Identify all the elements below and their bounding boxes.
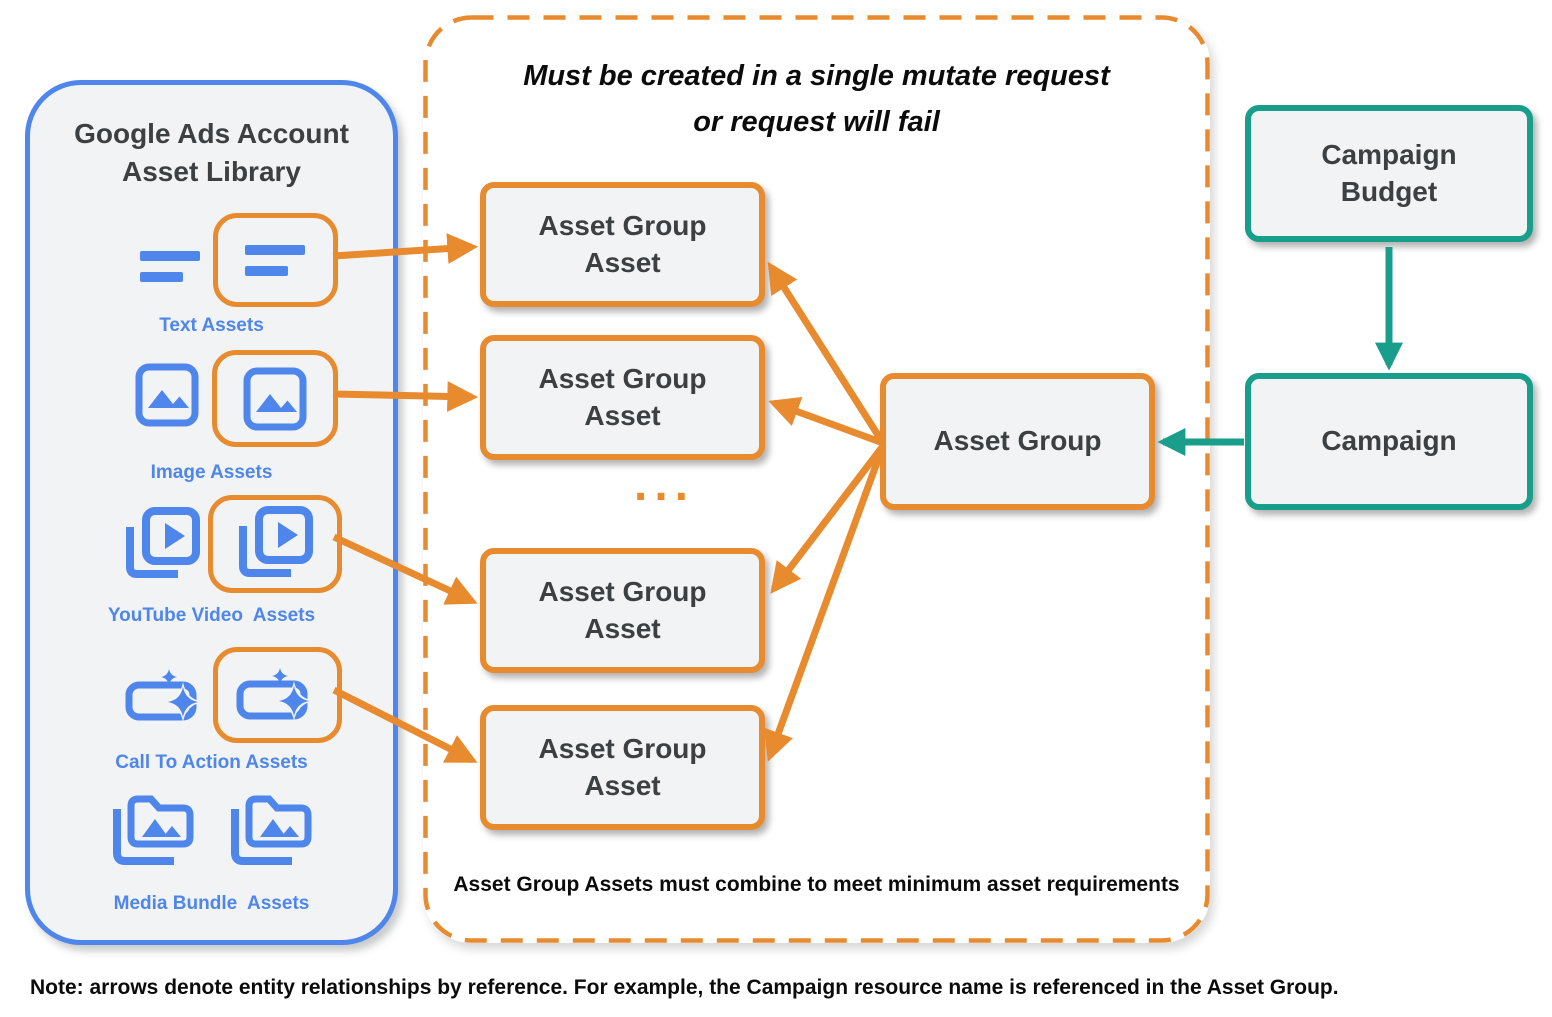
- asset-group-asset-box-4: Asset Group Asset: [480, 705, 765, 830]
- image-asset-highlight-box: [212, 350, 338, 447]
- asset-group-box: Asset Group: [880, 373, 1155, 510]
- asset-group-asset-label: Asset Group Asset: [538, 576, 707, 644]
- asset-group-label: Asset Group: [933, 425, 1102, 457]
- media-bundle-asset-icon: [226, 787, 322, 871]
- youtube-video-asset-icon: [233, 504, 317, 584]
- campaign-label: Campaign: [1321, 425, 1457, 457]
- call-to-action-asset-icon: [125, 665, 209, 727]
- text-asset-icon: [140, 250, 202, 282]
- asset-library-panel: Google Ads Account Asset Library Text As…: [25, 80, 398, 945]
- asset-group-asset-label: Asset Group Asset: [538, 733, 707, 801]
- youtube-video-asset-icon: [120, 505, 204, 585]
- media-bundle-asset-icon: [108, 787, 204, 871]
- asset-group-asset-label: Asset Group Asset: [538, 363, 707, 431]
- more-asset-group-assets-ellipsis: ...: [633, 458, 695, 511]
- youtube-video-asset-highlight-box: [208, 495, 342, 593]
- campaign-budget-box: Campaign Budget: [1245, 105, 1533, 242]
- text-assets-label: Text Assets: [159, 315, 264, 336]
- image-assets-label: Image Assets: [150, 462, 273, 483]
- call-to-action-assets-label: Call To Action Assets: [115, 752, 308, 773]
- call-to-action-asset-highlight-box: [213, 647, 342, 743]
- dashed-border: [423, 15, 1210, 943]
- minimum-asset-requirements-note: Asset Group Assets must combine to meet …: [453, 873, 1180, 896]
- campaign-box: Campaign: [1245, 373, 1533, 510]
- mutate-request-title: Must be created in a single mutate reque…: [523, 60, 1110, 139]
- call-to-action-asset-icon: [236, 664, 320, 726]
- asset-group-asset-box-2: Asset Group Asset: [480, 335, 765, 460]
- campaign-budget-label: Campaign Budget: [1321, 139, 1457, 207]
- asset-group-asset-label: Asset Group Asset: [538, 210, 707, 278]
- asset-group-asset-box-1: Asset Group Asset: [480, 182, 765, 307]
- image-asset-icon: [243, 367, 307, 431]
- asset-group-asset-box-3: Asset Group Asset: [480, 548, 765, 673]
- text-asset-highlight-box: [213, 213, 338, 307]
- media-bundle-assets-label: Media Bundle Assets: [113, 893, 310, 914]
- youtube-video-assets-label: YouTube Video Assets: [107, 605, 316, 626]
- image-asset-icon: [135, 363, 199, 427]
- library-title: Google Ads Account Asset Library: [74, 118, 349, 187]
- text-asset-icon: [244, 244, 307, 276]
- footer-note: Note: arrows denote entity relationships…: [30, 976, 1339, 999]
